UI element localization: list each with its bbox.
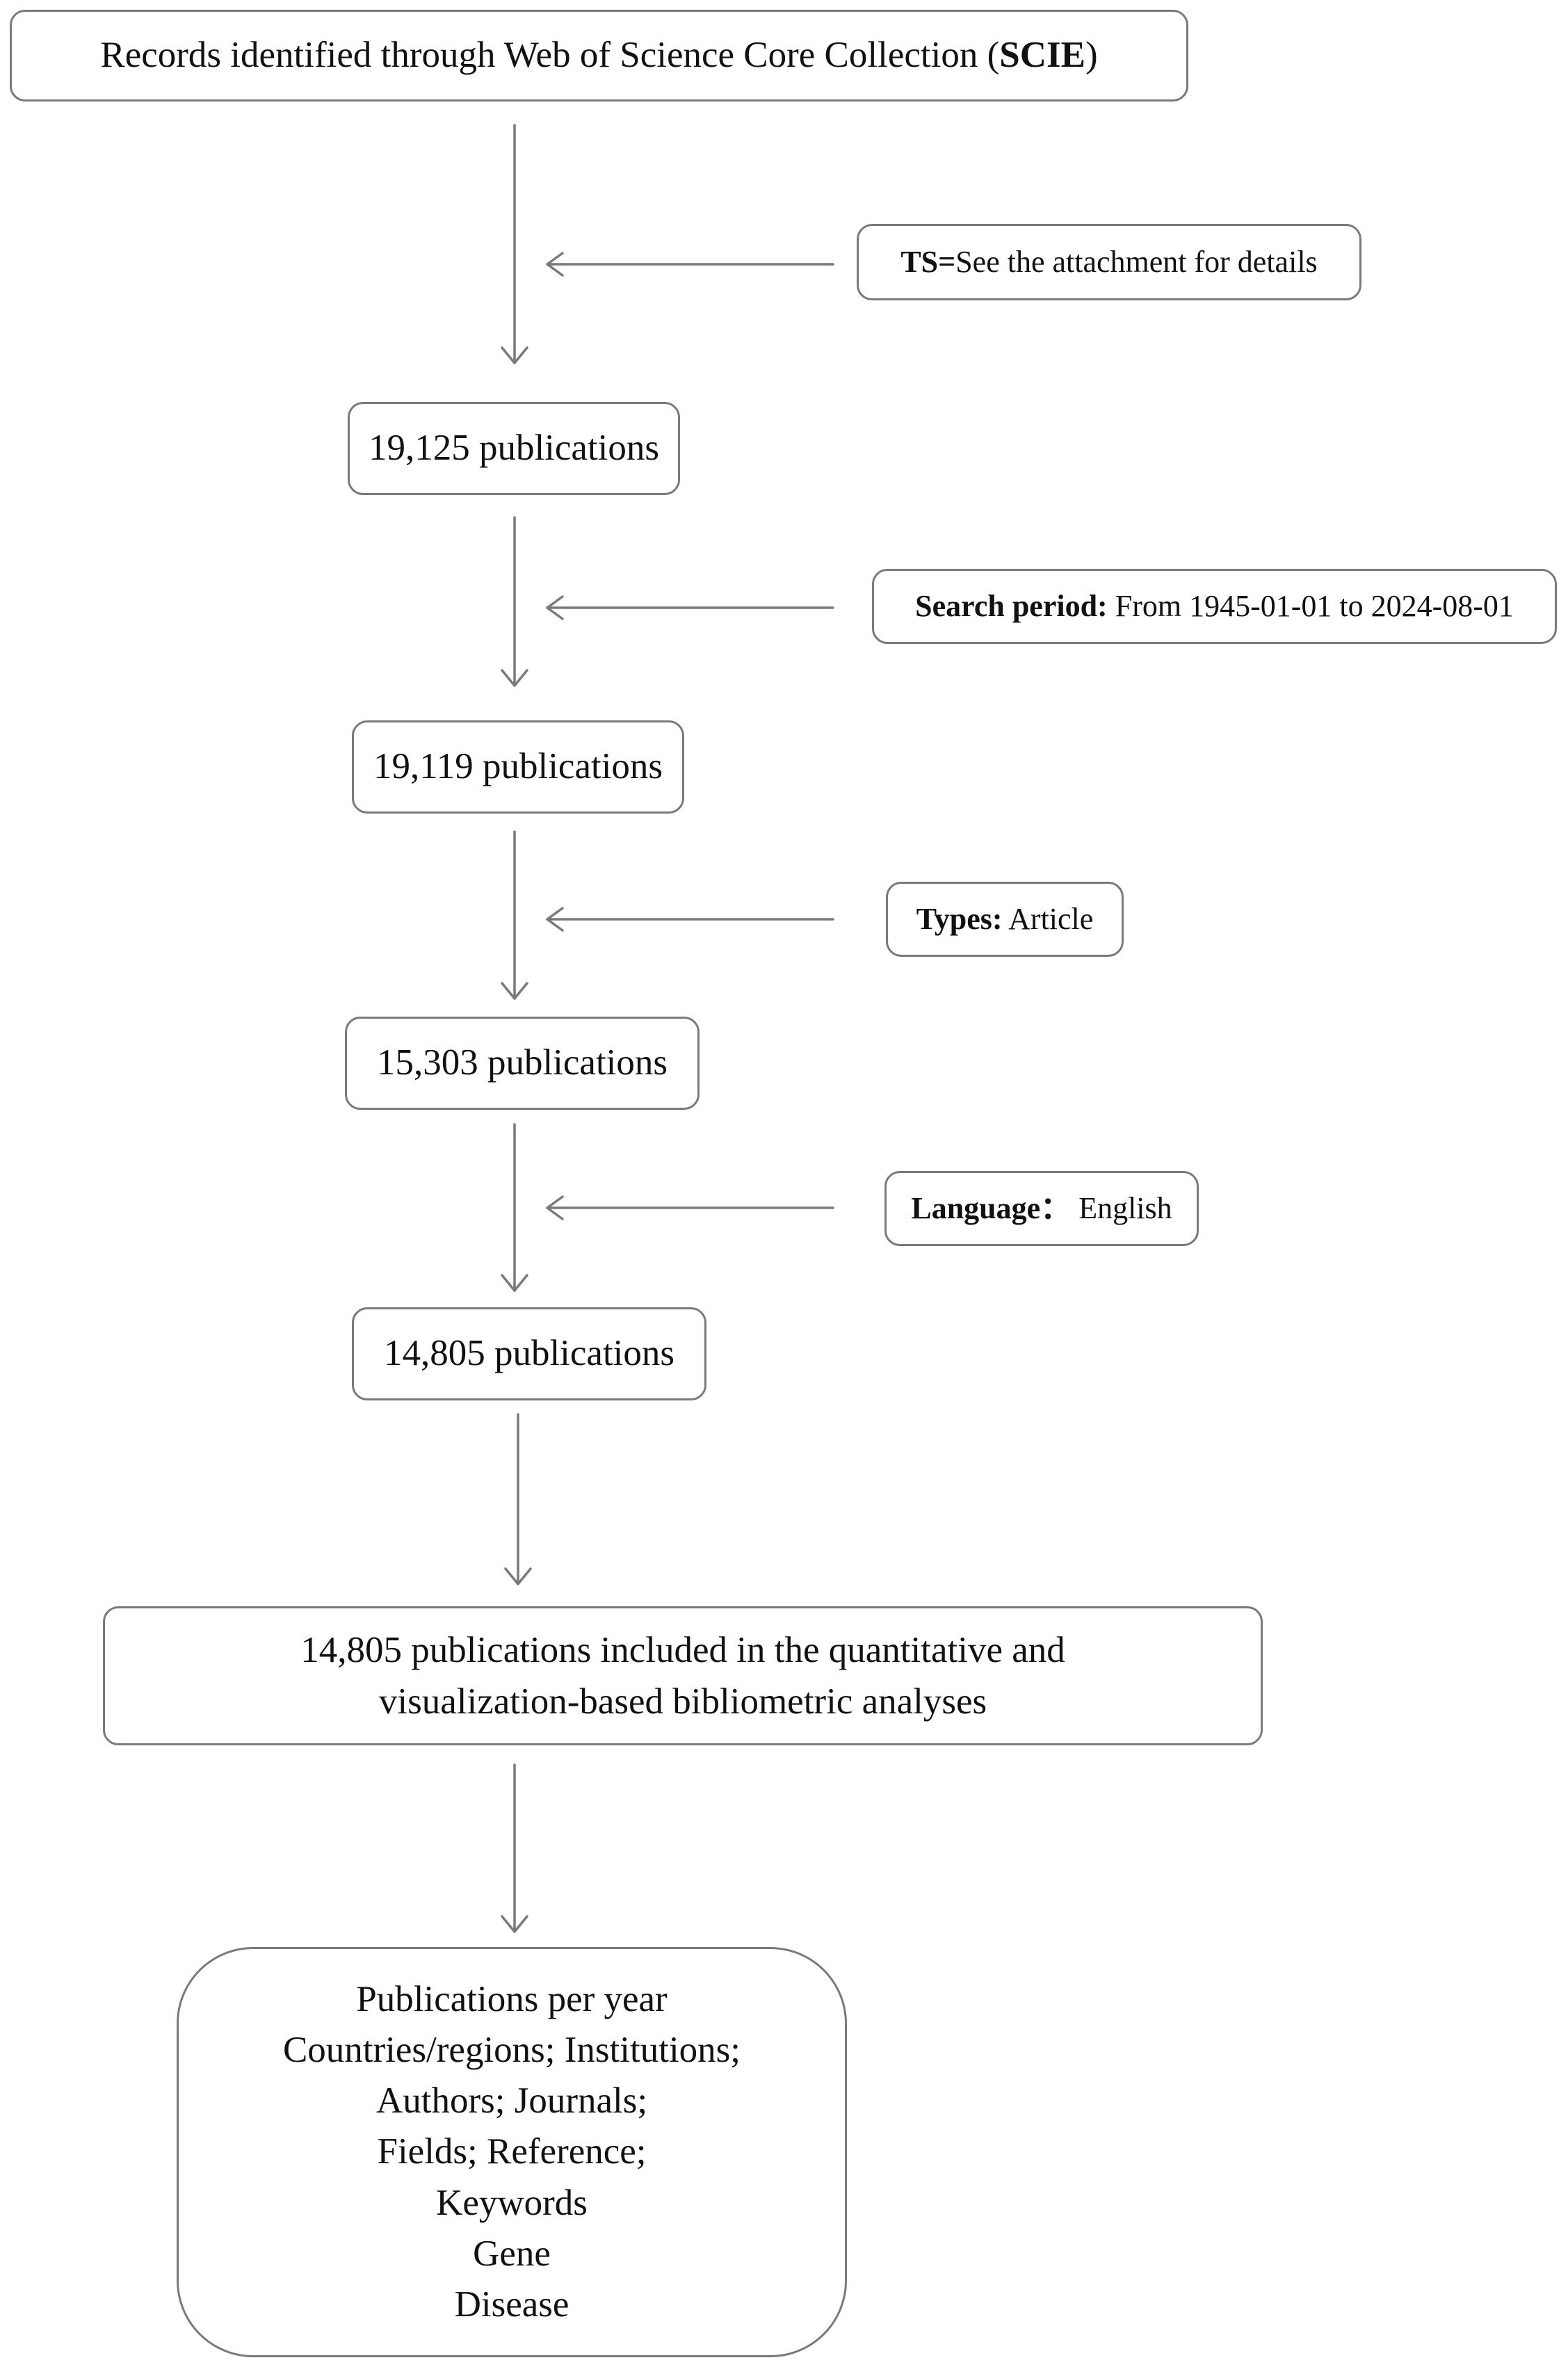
type-filter-text: Types: Article xyxy=(916,901,1094,936)
language-filter-box: Language： English xyxy=(884,1171,1199,1246)
analysis-item: Disease xyxy=(454,2284,569,2325)
analysis-item: Gene xyxy=(473,2233,551,2274)
included-box: 14,805 publications included in the quan… xyxy=(103,1606,1263,1745)
left-arrow-3 xyxy=(546,907,834,932)
analysis-item: Publications per year xyxy=(356,1979,668,2020)
source-box: Records identified through Web of Scienc… xyxy=(10,10,1188,102)
language-filter-text: Language： English xyxy=(911,1190,1172,1225)
analysis-item: Authors; Journals; xyxy=(375,2081,648,2122)
count-label-19119: 19,119 publications xyxy=(373,746,663,787)
analysis-item: Fields; Reference; xyxy=(377,2131,647,2172)
ts-filter-text: TS=See the attachment for details xyxy=(900,244,1318,279)
left-arrow-4 xyxy=(546,1195,834,1220)
count-box-19119: 19,119 publications xyxy=(352,720,684,814)
analysis-item: Countries/regions; Institutions; xyxy=(282,2030,741,2071)
count-box-14805: 14,805 publications xyxy=(352,1307,706,1400)
down-arrow-6 xyxy=(501,1763,528,1933)
type-filter-box: Types: Article xyxy=(886,882,1124,957)
down-arrow-1 xyxy=(501,124,528,364)
analyses-box: Publications per year Countries/regions;… xyxy=(177,1947,847,2357)
ts-filter-box: TS=See the attachment for details xyxy=(857,224,1361,300)
count-label-15303: 15,303 publications xyxy=(376,1042,668,1083)
included-line-1: 14,805 publications included in the quan… xyxy=(300,1629,1065,1670)
count-box-15303: 15,303 publications xyxy=(345,1017,700,1110)
count-label-19125: 19,125 publications xyxy=(368,428,660,469)
down-arrow-2 xyxy=(501,516,528,687)
down-arrow-3 xyxy=(501,830,528,1000)
period-filter-box: Search period: From 1945-01-01 to 2024-0… xyxy=(872,569,1557,644)
down-arrow-4 xyxy=(501,1123,528,1292)
analysis-item: Keywords xyxy=(436,2182,588,2223)
count-label-14805: 14,805 publications xyxy=(383,1333,675,1374)
period-filter-text: Search period: From 1945-01-01 to 2024-0… xyxy=(915,588,1514,623)
left-arrow-2 xyxy=(546,595,834,620)
included-line-2: visualization-based bibliometric analyse… xyxy=(378,1681,987,1722)
count-box-19125: 19,125 publications xyxy=(348,402,680,495)
down-arrow-5 xyxy=(504,1413,532,1585)
left-arrow-1 xyxy=(546,252,834,277)
source-text: Records identified through Web of Scienc… xyxy=(100,35,1098,76)
